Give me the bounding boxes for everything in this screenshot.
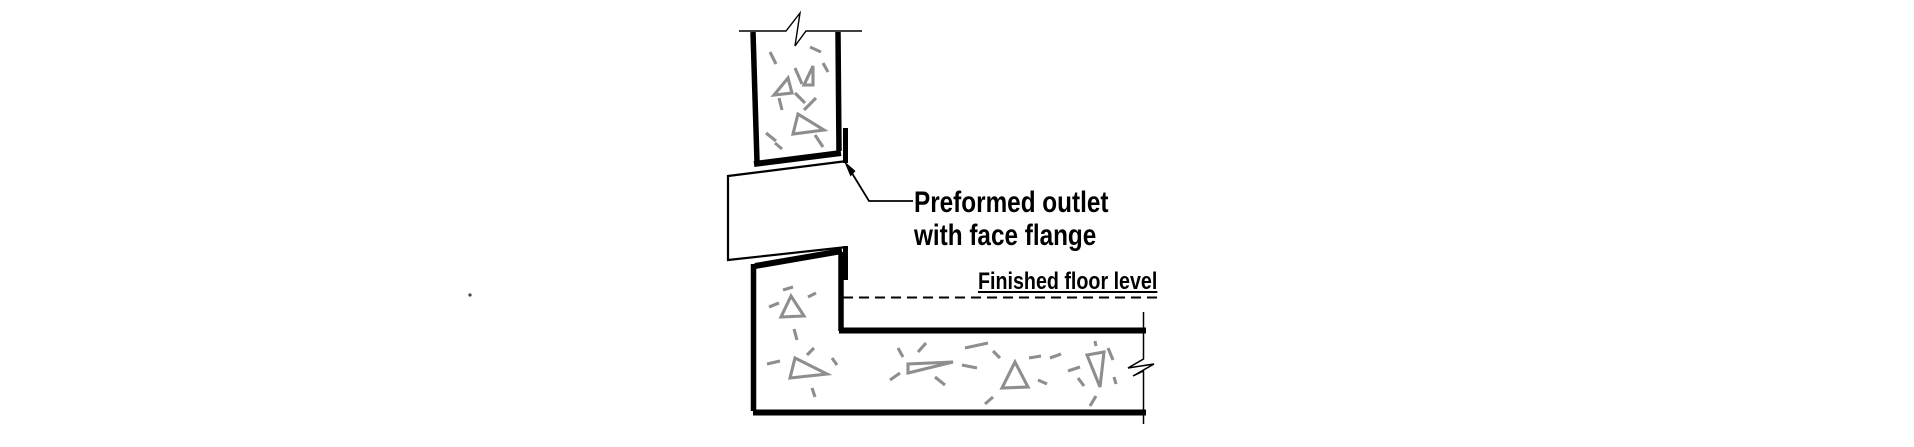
stray-dot xyxy=(468,293,472,297)
floor-slab-aggregate xyxy=(889,340,1118,407)
upper-wall-left-edge xyxy=(750,31,760,163)
upper-wall-bottom-edge xyxy=(753,150,842,167)
outlet-label-line1: Preformed outlet xyxy=(914,186,1109,219)
break-mark-right xyxy=(1127,312,1155,424)
finished-floor-level-label: Finished floor level xyxy=(978,268,1158,295)
outlet-label: Preformed outlet with face flange xyxy=(914,186,1108,252)
upper-wall-right-edge xyxy=(835,31,842,152)
linework xyxy=(726,10,1157,424)
break-mark-top xyxy=(739,10,862,47)
leader-arrowhead-icon xyxy=(844,161,856,177)
concrete-aggregate-marks xyxy=(765,45,1118,407)
preformed-outlet-outline xyxy=(726,159,848,262)
lower-wall-aggregate xyxy=(766,285,839,398)
lower-wall-top-edge xyxy=(754,248,843,269)
outlet-leader-line xyxy=(846,164,913,202)
outlet-label-line2: with face flange xyxy=(914,219,1097,252)
upper-wall-aggregate xyxy=(765,45,830,151)
